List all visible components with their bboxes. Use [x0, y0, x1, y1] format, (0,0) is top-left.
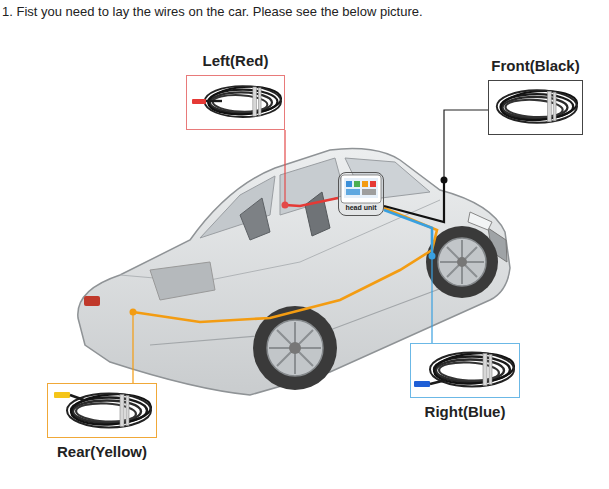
rear-seat — [240, 198, 270, 240]
cable-label: Left(Red) — [147, 52, 324, 69]
front-wire — [384, 180, 444, 222]
front-cable-photo — [489, 81, 582, 134]
leader-dot — [441, 177, 448, 184]
yellow-plug — [54, 392, 70, 398]
head-unit-screen — [341, 175, 381, 203]
device-label: head unit — [299, 204, 423, 211]
hub — [457, 257, 467, 267]
leader-line — [132, 312, 133, 383]
cable-label: Rear(Yellow) — [8, 443, 196, 460]
leader-line — [444, 110, 488, 180]
cable-label: Front(Black) — [449, 57, 609, 74]
red-plug — [192, 99, 206, 104]
leader-line — [431, 256, 432, 343]
right-cable-photo — [411, 344, 519, 397]
headlight — [468, 212, 492, 230]
rear-wire — [133, 208, 437, 322]
front-wheel — [426, 226, 498, 298]
cable-callout: Right(Blue) — [410, 343, 520, 398]
spokes — [440, 240, 484, 284]
cable-callout: Front(Black) — [488, 80, 583, 135]
trunk — [150, 262, 215, 300]
cable-label: Right(Blue) — [371, 403, 559, 420]
left-wire — [285, 198, 338, 206]
rim — [267, 320, 323, 376]
spokes — [269, 322, 321, 374]
front-seat — [305, 192, 330, 236]
blue-plug — [414, 381, 430, 387]
rim — [438, 238, 486, 286]
rear-light — [84, 296, 100, 306]
left-cable-photo — [187, 76, 284, 129]
cable-callout: Left(Red) — [186, 75, 285, 130]
leader-dot — [429, 253, 436, 260]
instruction-title: 1. Fist you need to lay the wires on the… — [2, 4, 423, 19]
leader-dot — [130, 309, 137, 316]
leader-line — [284, 130, 285, 205]
windshield — [345, 158, 430, 200]
leader-dot — [282, 202, 289, 209]
cable-callout: Rear(Yellow) — [47, 383, 157, 438]
rear-cable-photo — [48, 384, 156, 437]
tire — [426, 226, 498, 298]
head-unit-box: head unit — [338, 172, 384, 216]
hub — [289, 342, 301, 354]
